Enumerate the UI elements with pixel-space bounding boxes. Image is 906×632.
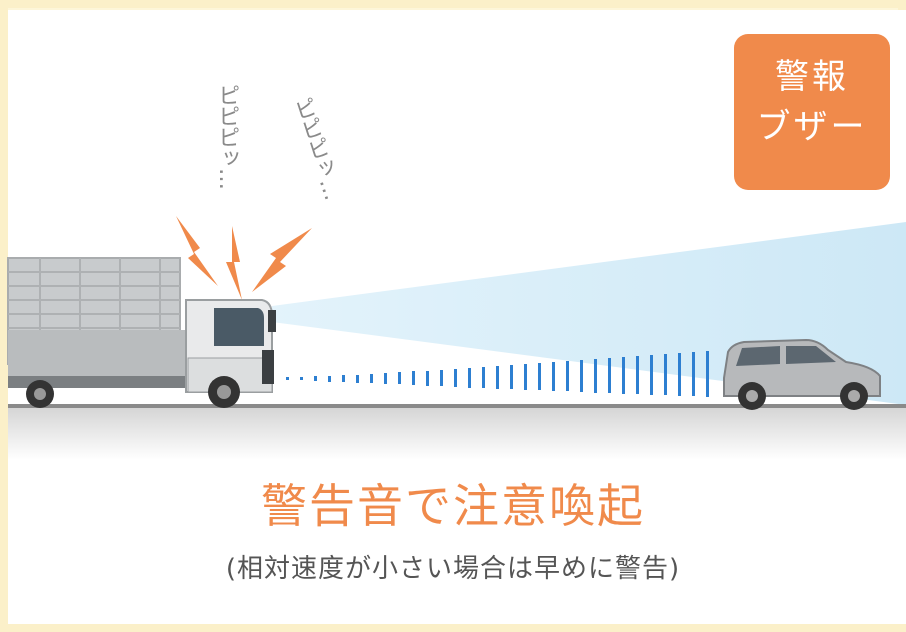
beep-text-left: ピピピッ…	[214, 84, 239, 189]
caption-title: 警告音で注意喚起	[261, 479, 645, 533]
radar-bars	[286, 351, 709, 397]
badge-line-1: 警報	[775, 57, 849, 97]
car	[723, 338, 881, 410]
alert-bolts	[176, 216, 312, 300]
badge-line-2: ブザー	[756, 107, 868, 147]
road-shadow	[8, 405, 906, 460]
alarm-buzzer-badge: 警報 ブザー	[734, 34, 890, 190]
truck	[7, 257, 276, 408]
caption-subtitle: (相対速度が小さい場合は早めに警告)	[225, 554, 681, 584]
